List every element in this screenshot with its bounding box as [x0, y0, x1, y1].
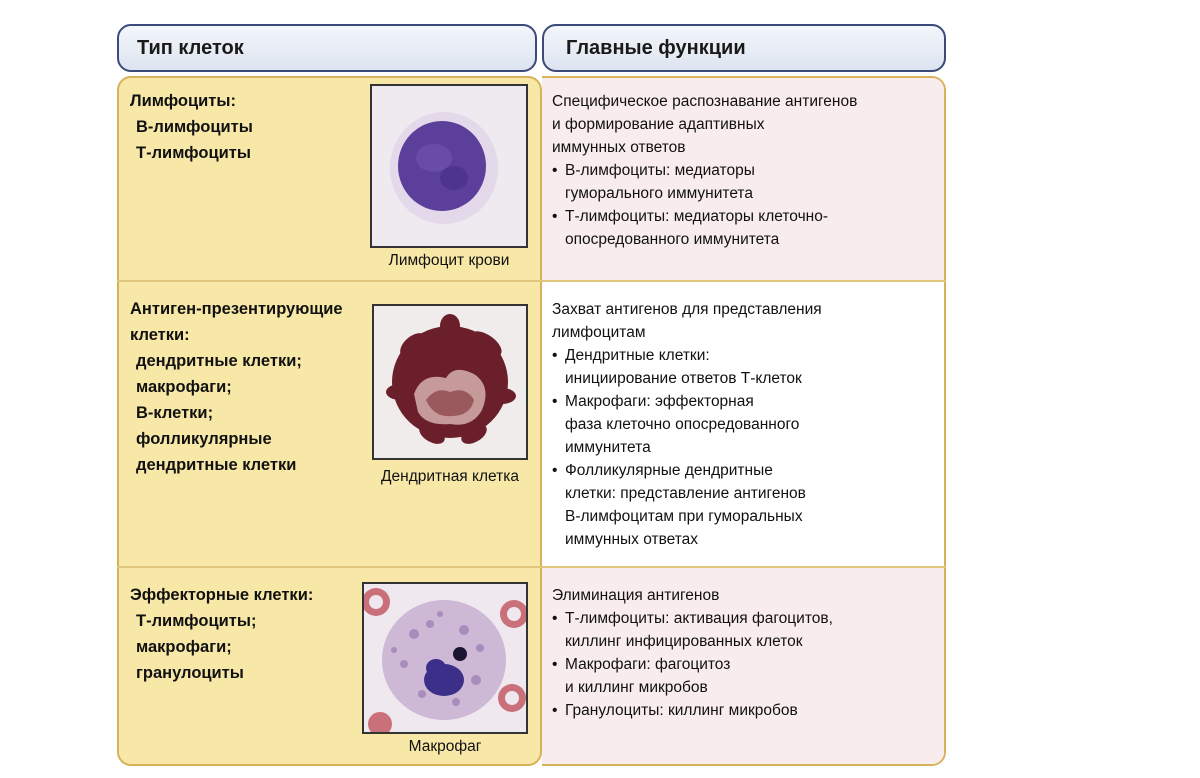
- row-divider-1: [117, 280, 946, 282]
- function-text: В-лимфоцитам при гуморальных: [565, 508, 803, 525]
- function-text: фаза клеточно опосредованного: [565, 416, 800, 433]
- header-functions: Главные функции: [542, 24, 946, 72]
- cell-type-item: фолликулярные: [136, 430, 272, 448]
- function-bullet: В-лимфоциты: медиаторы гуморального имму…: [552, 159, 857, 205]
- function-text: Макрофаги: эффекторная: [565, 393, 754, 410]
- function-text: Специфическое распознавание антигенов: [552, 93, 858, 110]
- dendritic-cell-image: [372, 304, 528, 460]
- functions-lymphocytes: Специфическое распознавание антигенов и …: [552, 90, 857, 251]
- function-text: Макрофаги: фагоцитоз: [565, 656, 731, 673]
- function-text: Гранулоциты: киллинг микробов: [565, 702, 798, 719]
- cell-type-title: Лимфоциты:: [130, 92, 236, 110]
- macrophage-caption: Макрофаг: [408, 738, 482, 755]
- function-bullet: Т-лимфоциты: активация фагоцитов, киллин…: [552, 607, 833, 653]
- cell-type-item: дендритные клетки;: [136, 352, 302, 370]
- header-cell-type-label: Тип клеток: [137, 36, 244, 59]
- lymphocyte-caption: Лимфоцит крови: [388, 252, 510, 269]
- cell-type-item: дендритные клетки: [136, 456, 297, 474]
- cell-type-lymphocytes: Лимфоциты: В-лимфоциты Т-лимфоциты: [130, 88, 253, 166]
- header-functions-label: Главные функции: [566, 36, 746, 59]
- cell-type-title: Антиген-презентирующие: [130, 300, 343, 318]
- macrophage-image: [362, 582, 528, 734]
- lymphocyte-image: [370, 84, 528, 248]
- row-divider-2: [117, 566, 946, 568]
- function-text: Т-лимфоциты: медиаторы клеточно-: [565, 208, 829, 225]
- cell-type-item: гранулоциты: [136, 664, 244, 682]
- function-text: Фолликулярные дендритные: [565, 462, 773, 479]
- cell-type-title: Эффекторные клетки:: [130, 586, 314, 604]
- function-text: и формирование адаптивных: [552, 116, 765, 133]
- function-bullet: Т-лимфоциты: медиаторы клеточно- опосред…: [552, 205, 857, 251]
- dendritic-cell-caption: Дендритная клетка: [381, 468, 519, 485]
- functions-effector: Элиминация антигенов Т-лимфоциты: актива…: [552, 584, 833, 722]
- function-text: гуморального иммунитета: [565, 185, 753, 202]
- function-bullet: Дендритные клетки: инициирование ответов…: [552, 344, 822, 390]
- function-text: клетки: представление антигенов: [565, 485, 806, 502]
- function-text: Захват антигенов для представления: [552, 301, 822, 318]
- functions-apc: Захват антигенов для представления лимфо…: [552, 298, 822, 551]
- function-text: Дендритные клетки:: [565, 347, 710, 364]
- function-text: иммунных ответах: [565, 531, 699, 548]
- function-text: инициирование ответов Т-клеток: [565, 370, 802, 387]
- cell-type-item: макрофаги;: [136, 638, 232, 656]
- cell-type-item: В-лимфоциты: [136, 118, 253, 136]
- cell-type-item: Т-лимфоциты: [136, 144, 251, 162]
- cell-type-item: В-клетки;: [136, 404, 214, 422]
- function-text: иммунитета: [565, 439, 651, 456]
- cell-type-title: клетки:: [130, 326, 190, 344]
- cell-type-effector: Эффекторные клетки: Т-лимфоциты; макрофа…: [130, 582, 313, 686]
- function-bullet: Фолликулярные дендритные клетки: предста…: [552, 459, 822, 551]
- function-text: лимфоцитам: [552, 324, 646, 341]
- function-text: опосредованного иммунитета: [565, 231, 780, 248]
- cell-type-item: макрофаги;: [136, 378, 232, 396]
- cell-type-item: Т-лимфоциты;: [136, 612, 257, 630]
- function-text: иммунных ответов: [552, 139, 686, 156]
- function-text: киллинг инфицированных клеток: [565, 633, 803, 650]
- function-text: и киллинг микробов: [565, 679, 708, 696]
- header-cell-type: Тип клеток: [117, 24, 537, 72]
- function-bullet: Макрофаги: эффекторная фаза клеточно опо…: [552, 390, 822, 459]
- cell-type-apc: Антиген-презентирующие клетки: дендритны…: [130, 296, 343, 478]
- function-bullet: Макрофаги: фагоцитоз и киллинг микробов: [552, 653, 833, 699]
- function-text: Т-лимфоциты: активация фагоцитов,: [565, 610, 833, 627]
- function-text: В-лимфоциты: медиаторы: [565, 162, 755, 179]
- function-bullet: Гранулоциты: киллинг микробов: [552, 699, 833, 722]
- function-text: Элиминация антигенов: [552, 587, 720, 604]
